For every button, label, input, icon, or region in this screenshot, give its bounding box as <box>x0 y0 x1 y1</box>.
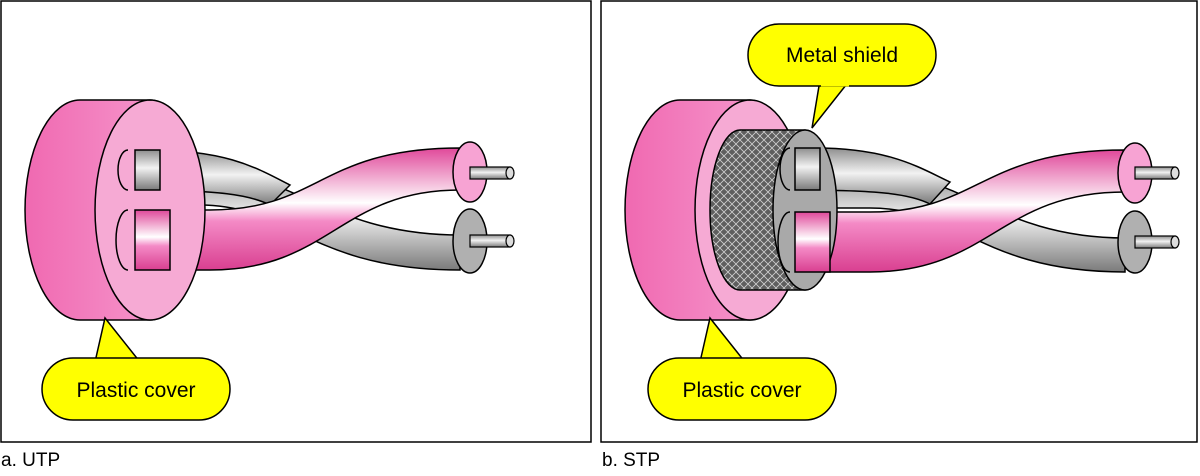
panel-caption: a. UTP <box>1 450 61 471</box>
pink-wire <box>794 142 1180 273</box>
utp-diagram: Plastic cover <box>0 0 592 443</box>
plastic-cover-callout: Plastic cover <box>41 316 231 421</box>
callout-label: Plastic cover <box>682 379 801 402</box>
stp-panel: Metal shield Plastic cover b. STP <box>600 0 1200 476</box>
stp-diagram: Metal shield Plastic cover <box>600 0 1198 443</box>
utp-panel: Plastic cover a. UTP <box>0 0 592 471</box>
metal-shield <box>709 129 838 291</box>
callout-label: Metal shield <box>786 44 898 67</box>
pink-wire <box>134 141 515 271</box>
panel-caption: b. STP <box>602 450 661 471</box>
plastic-cover-callout: Plastic cover <box>647 316 837 421</box>
callout-label: Plastic cover <box>76 379 195 402</box>
metal-shield-callout: Metal shield <box>747 23 937 129</box>
plastic-cover <box>24 99 206 321</box>
